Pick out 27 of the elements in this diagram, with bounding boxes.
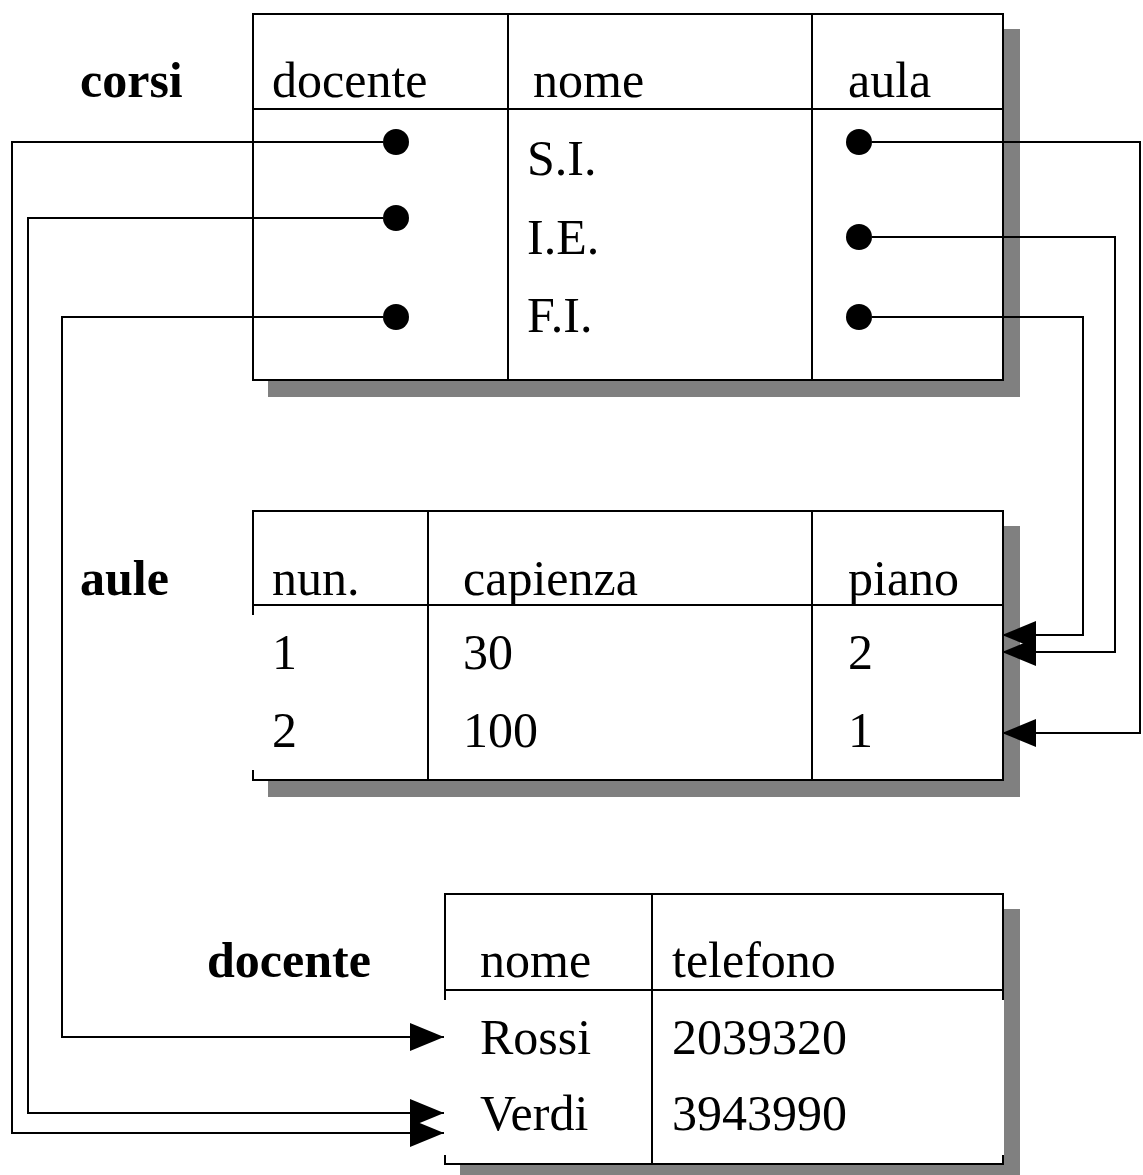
connector-arrow [871, 141, 1141, 747]
table-value: 1 [848, 705, 873, 755]
table-value: S.I. [527, 133, 597, 183]
column-header: aula [848, 55, 932, 105]
table-value: I.E. [527, 212, 600, 262]
table-value: 30 [463, 627, 513, 677]
column-header: telefono [672, 935, 836, 985]
table-value: 2039320 [672, 1012, 847, 1062]
table-value: 3943990 [672, 1088, 847, 1138]
table-value: 100 [463, 705, 538, 755]
column-header: docente [272, 55, 428, 105]
connector-arrow [871, 236, 1116, 666]
table-name: docente [207, 935, 371, 985]
column-header: nome [533, 55, 645, 105]
column-header: piano [848, 553, 960, 603]
column-header: capienza [463, 553, 638, 603]
table-name: corsi [80, 55, 183, 105]
table-name: aule [80, 553, 169, 603]
table-value: F.I. [527, 290, 593, 340]
table-value: 2 [848, 627, 873, 677]
table-value: 1 [272, 627, 297, 677]
column-header: nome [480, 935, 592, 985]
table-value: Verdi [480, 1088, 589, 1138]
connector-arrow [61, 316, 445, 1051]
table-value: 2 [272, 705, 297, 755]
column-header: nun. [272, 553, 360, 603]
table-value: Rossi [480, 1012, 592, 1062]
